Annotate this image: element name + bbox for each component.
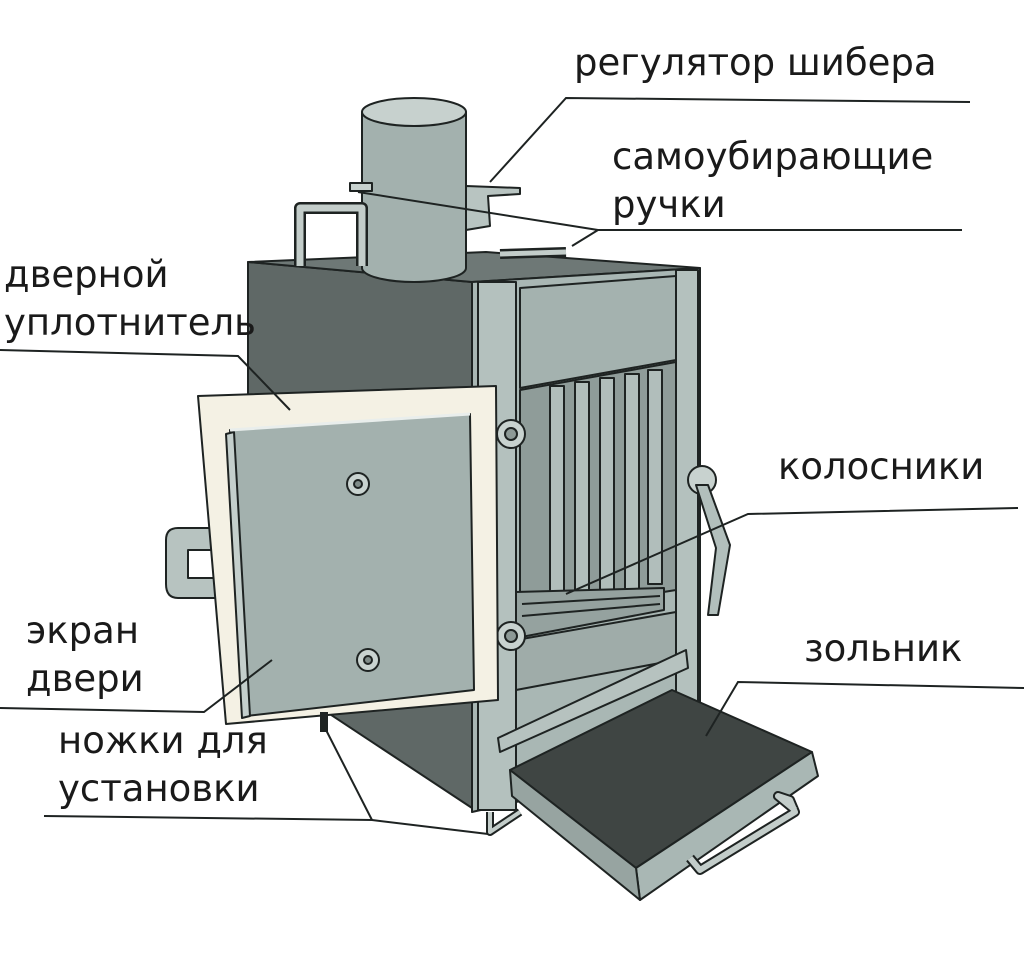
grate-bar	[647, 369, 663, 585]
label-door-screen-1: экран	[26, 609, 140, 652]
label-retracting-handles-1: самоубирающие	[612, 135, 934, 178]
side-lever	[695, 484, 731, 616]
chimney-top	[361, 97, 467, 127]
hinge-bolt	[504, 427, 518, 441]
chimney-pipe	[361, 111, 467, 283]
hinge-bolt	[504, 629, 518, 643]
ash-pan-side	[509, 769, 641, 901]
grate-bar	[624, 373, 640, 591]
label-retracting-handles-2: ручки	[612, 183, 726, 226]
door-bolt	[363, 655, 373, 665]
grate-bar	[549, 385, 565, 607]
upper-panel	[519, 275, 677, 389]
damper-regulator	[465, 185, 521, 231]
grate-bar	[574, 381, 590, 603]
door-bolt	[353, 479, 363, 489]
label-door-screen-2: двери	[26, 657, 144, 700]
leader-grates	[565, 507, 1019, 595]
leader-door-screen	[0, 659, 273, 714]
leader-legs-2	[371, 819, 489, 835]
label-damper-regulator: регулятор шибера	[574, 41, 937, 84]
label-mounting-legs-1: ножки для	[58, 719, 268, 762]
label-door-seal-2: уплотнитель	[4, 301, 256, 344]
grate-bar	[599, 377, 615, 597]
leader-damper	[489, 96, 971, 183]
leader-ash-pan	[705, 680, 1024, 737]
label-grates: колосники	[778, 445, 985, 488]
door-screen-edge	[225, 431, 251, 719]
ash-pan-rail	[497, 649, 689, 753]
label-mounting-legs-2: установки	[58, 767, 260, 810]
leader-handles	[571, 229, 962, 247]
leader-door-seal	[0, 349, 291, 411]
door-screen	[229, 413, 475, 717]
leader-handles-2	[357, 191, 599, 231]
label-door-seal-1: дверной	[4, 253, 169, 296]
label-ash-pan: зольник	[804, 627, 963, 670]
front-post-right	[675, 269, 699, 751]
